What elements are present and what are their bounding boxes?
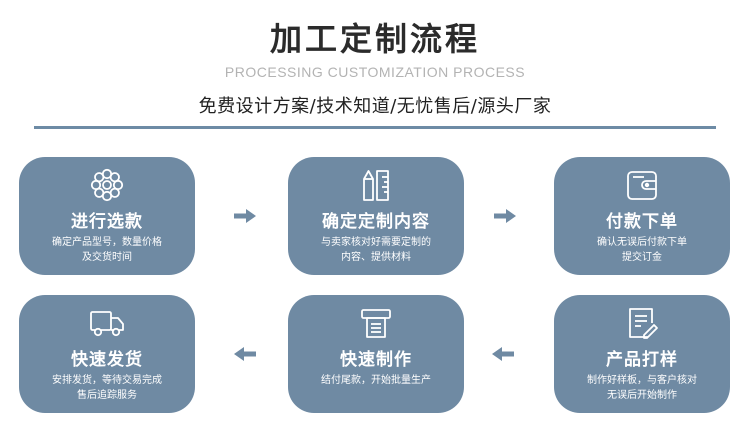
step-description: 安排发货，等待交易完成 售后追踪服务 [52,375,162,401]
flower-icon [19,167,195,203]
arrow-left-icon [492,347,514,361]
step-title: 确定定制内容 [322,212,430,232]
truck-icon [19,305,195,341]
arrow-left-icon [234,347,256,361]
step-title: 快速制作 [340,350,412,370]
page-subtitle-english: PROCESSING CUSTOMIZATION PROCESS [224,64,526,80]
tagline: 免费设计方案/技术知道/无忧售后/源头厂家 [198,96,552,117]
wallet-icon [554,167,730,203]
step-description: 结付尾款，开始批量生产 [321,375,431,386]
step-title: 产品打样 [606,350,678,370]
step-card-production: 快速制作 结付尾款，开始批量生产 [288,295,464,413]
step-card-confirm-content: 确定定制内容 与卖家核对好需要定制的 内容、提供材料 [288,157,464,275]
page-title: 加工定制流程 [269,20,480,58]
step-title: 快速发货 [71,350,143,370]
step-description: 与卖家核对好需要定制的 内容、提供材料 [321,237,431,263]
step-card-sampling: 产品打样 制作好样板，与客户核对 无误后开始制作 [554,295,730,413]
arrow-right-icon [494,209,516,223]
step-description: 制作好样板，与客户核对 无误后开始制作 [587,375,697,401]
step-card-payment: 付款下单 确认无误后付款下单 提交订金 [554,157,730,275]
printer-icon [288,305,464,341]
step-card-select-style: 进行选款 确定产品型号，数量价格 及交货时间 [19,157,195,275]
step-title: 付款下单 [606,212,678,232]
arrow-right-icon [234,209,256,223]
header-divider [34,126,716,129]
step-description: 确定产品型号，数量价格 及交货时间 [52,237,162,263]
step-description: 确认无误后付款下单 提交订金 [597,237,687,263]
document-edit-icon [554,305,730,341]
step-card-shipping: 快速发货 安排发货，等待交易完成 售后追踪服务 [19,295,195,413]
step-title: 进行选款 [71,212,143,232]
pencil-ruler-icon [288,167,464,203]
